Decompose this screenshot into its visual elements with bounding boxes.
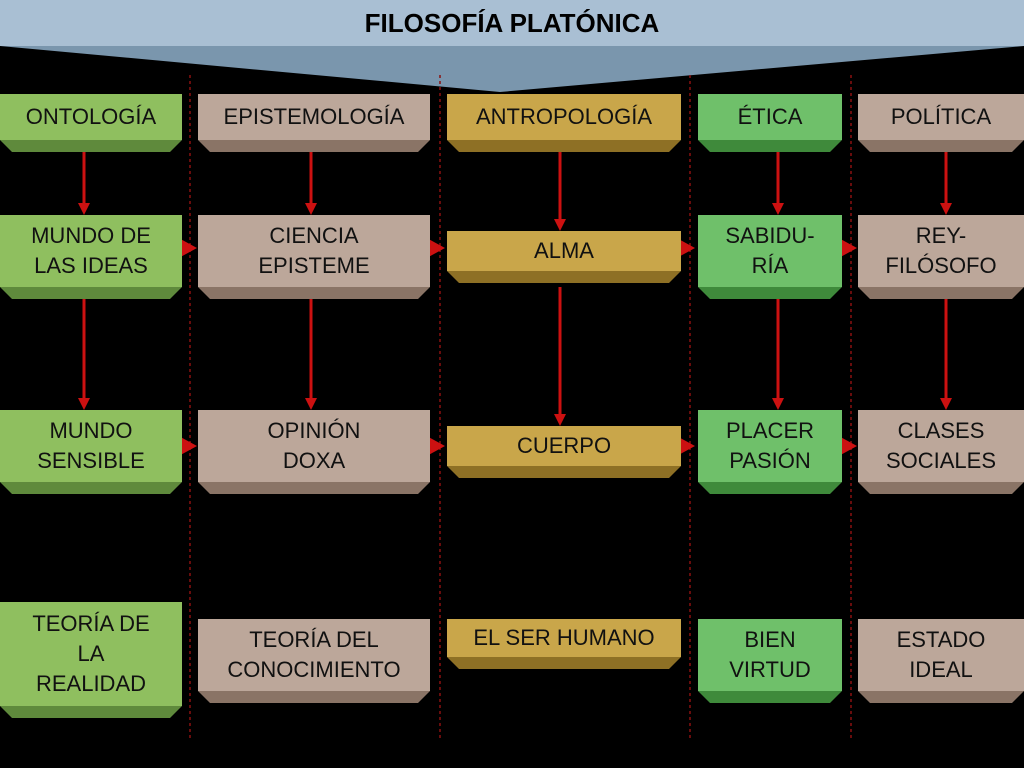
column-header-label: POLÍTICA: [890, 104, 992, 129]
column-header-box: ONTOLOGÍA: [0, 94, 182, 140]
level1-box: CIENCIA EPISTEME: [198, 215, 430, 287]
box-face: [198, 619, 430, 691]
box-face: [0, 215, 182, 287]
level1-box: REY- FILÓSOFO: [858, 215, 1024, 287]
box-bevel: [0, 140, 182, 152]
down-arrow-head: [305, 398, 317, 410]
level1-label: MUNDO DE LAS IDEAS: [31, 223, 151, 278]
box-face: [0, 94, 182, 140]
box-bevel: [447, 271, 681, 283]
down-arrow-head: [78, 398, 90, 410]
column-header-label: ÉTICA: [737, 104, 803, 129]
footer-label: BIEN VIRTUD: [729, 627, 811, 682]
title-banner-point: [0, 46, 1024, 92]
level2-box: CUERPO: [447, 426, 681, 466]
box-face: [698, 94, 842, 140]
box-bevel: [447, 657, 681, 669]
column-header-label: ONTOLOGÍA: [25, 104, 157, 129]
box-bevel: [698, 140, 842, 152]
footer-box: TEORÍA DEL CONOCIMIENTO: [198, 619, 430, 691]
down-arrow-head: [554, 414, 566, 426]
box-bevel: [198, 691, 430, 703]
box-face: [858, 619, 1024, 691]
box-face: [0, 602, 182, 706]
level1-label: CIENCIA EPISTEME: [258, 223, 370, 278]
box-face: [858, 410, 1024, 482]
title-banner: [0, 0, 1024, 46]
box-bevel: [447, 466, 681, 478]
box-face: [447, 94, 681, 140]
level2-box: PLACER PASIÓN: [698, 410, 842, 482]
box-bevel: [0, 287, 182, 299]
level2-label: PLACER PASIÓN: [725, 418, 815, 473]
box-bevel: [0, 706, 182, 718]
diagram-title: FILOSOFÍA PLATÓNICA: [0, 0, 1024, 46]
box-bevel: [858, 482, 1024, 494]
box-face: [698, 410, 842, 482]
level2-box: MUNDO SENSIBLE: [0, 410, 182, 482]
box-face: [198, 410, 430, 482]
footer-box: EL SER HUMANO: [447, 619, 681, 657]
down-arrow-head: [772, 203, 784, 215]
box-bevel: [198, 287, 430, 299]
box-face: [447, 231, 681, 271]
footer-box: TEORÍA DE LA REALIDAD: [0, 602, 182, 706]
diagram-title-text: FILOSOFÍA PLATÓNICA: [364, 7, 660, 38]
box-face: [0, 410, 182, 482]
box-bevel: [447, 140, 681, 152]
box-face: [198, 94, 430, 140]
footer-box: BIEN VIRTUD: [698, 619, 842, 691]
column-header-box: ÉTICA: [698, 94, 842, 140]
box-bevel: [858, 691, 1024, 703]
box-face: [447, 619, 681, 657]
footer-box: ESTADO IDEAL: [858, 619, 1024, 691]
box-face: [858, 94, 1024, 140]
footer-label: TEORÍA DE LA REALIDAD: [32, 611, 150, 696]
box-bevel: [698, 287, 842, 299]
box-face: [447, 426, 681, 466]
box-bevel: [198, 140, 430, 152]
down-arrow-head: [772, 398, 784, 410]
down-arrow-head: [940, 398, 952, 410]
level1-label: ALMA: [534, 238, 594, 263]
column-header-box: ANTROPOLOGÍA: [447, 94, 681, 140]
box-bevel: [858, 140, 1024, 152]
box-face: [198, 215, 430, 287]
box-bevel: [198, 482, 430, 494]
level1-box: SABIDU- RÍA: [698, 215, 842, 287]
box-face: [698, 215, 842, 287]
column-header-label: ANTROPOLOGÍA: [475, 104, 653, 129]
footer-label: ESTADO IDEAL: [896, 627, 986, 682]
level2-label: OPINIÓN DOXA: [267, 418, 361, 473]
column-header-box: POLÍTICA: [858, 94, 1024, 140]
box-face: [698, 619, 842, 691]
down-arrow-head: [940, 203, 952, 215]
column-header-box: EPISTEMOLOGÍA: [198, 94, 430, 140]
level2-label: CUERPO: [516, 433, 612, 458]
level1-label: REY- FILÓSOFO: [885, 223, 997, 278]
box-bevel: [698, 482, 842, 494]
down-arrow-head: [305, 203, 317, 215]
level2-box: CLASES SOCIALES: [858, 410, 1024, 482]
box-bevel: [698, 691, 842, 703]
down-arrow-head: [554, 219, 566, 231]
box-bevel: [0, 482, 182, 494]
level1-label: SABIDU- RÍA: [725, 223, 815, 278]
level1-box: MUNDO DE LAS IDEAS: [0, 215, 182, 287]
footer-label: EL SER HUMANO: [473, 625, 655, 650]
level2-label: CLASES SOCIALES: [885, 418, 997, 473]
footer-label: TEORÍA DEL CONOCIMIENTO: [227, 627, 401, 682]
down-arrow-head: [78, 203, 90, 215]
level2-box: OPINIÓN DOXA: [198, 410, 430, 482]
box-bevel: [858, 287, 1024, 299]
level2-label: MUNDO SENSIBLE: [37, 418, 145, 473]
box-face: [858, 215, 1024, 287]
level1-box: ALMA: [447, 231, 681, 271]
column-header-label: EPISTEMOLOGÍA: [223, 104, 405, 129]
